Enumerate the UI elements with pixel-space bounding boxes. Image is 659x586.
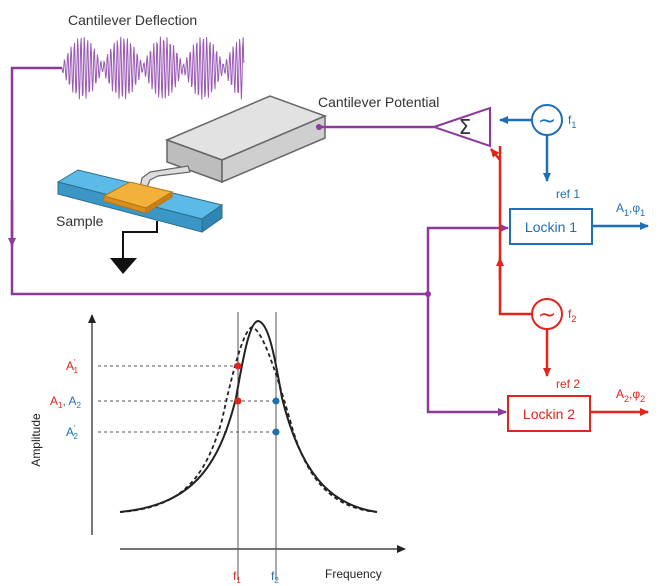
potential-label: Cantilever Potential	[318, 94, 439, 110]
f2-ac-symbol: ~	[538, 303, 556, 328]
ground-connection	[122, 221, 158, 258]
tick-f1: f1	[233, 569, 241, 585]
a2-prime-point	[272, 428, 280, 436]
tick-a1-prime: A'1	[66, 358, 79, 375]
sum-symbol: Σ	[459, 115, 472, 139]
ground-icon	[110, 258, 137, 274]
f1-ac-symbol: ~	[538, 109, 556, 134]
sample-label: Sample	[56, 213, 104, 229]
f1-label: f1	[568, 113, 576, 130]
lockin-1-output-label: A1,φ1	[616, 201, 645, 218]
cantilever-holder	[164, 95, 328, 184]
a1-prime-point	[234, 362, 242, 370]
lockin-2-label: Lockin 2	[523, 406, 575, 422]
tick-f2: f2	[271, 569, 279, 585]
plot-y-label: Amplitude	[29, 413, 43, 467]
lockin-2-output-label: A2,φ2	[616, 387, 645, 404]
tick-a2-prime: A'2	[66, 424, 79, 441]
lockin-1-box	[509, 208, 593, 245]
deflection-label: Cantilever Deflection	[68, 12, 197, 28]
f2-label: f2	[568, 307, 576, 324]
a2-point	[272, 397, 280, 405]
deflection-waveform	[61, 36, 245, 100]
tick-a1-a2: A1, A2	[50, 394, 81, 410]
a1-point	[234, 397, 242, 405]
resonance-curve	[119, 319, 378, 513]
sample-tip-pad	[102, 181, 174, 214]
ref2-label: ref 2	[556, 377, 580, 391]
plot-x-label: Frequency	[325, 567, 382, 581]
lockin-2-box	[507, 395, 591, 432]
summing-amplifier	[430, 106, 491, 148]
resonance-plot: Amplitude Frequency A'1 A1, A2 A'2 f1 f2	[29, 312, 406, 585]
junction-dot	[425, 291, 431, 297]
lockin-1-label: Lockin 1	[525, 219, 577, 235]
shifted-resonance-curve	[119, 326, 378, 513]
f2-signal-line	[490, 146, 532, 316]
deflection-signal-line	[8, 66, 509, 416]
ref1-label: ref 1	[556, 187, 580, 201]
